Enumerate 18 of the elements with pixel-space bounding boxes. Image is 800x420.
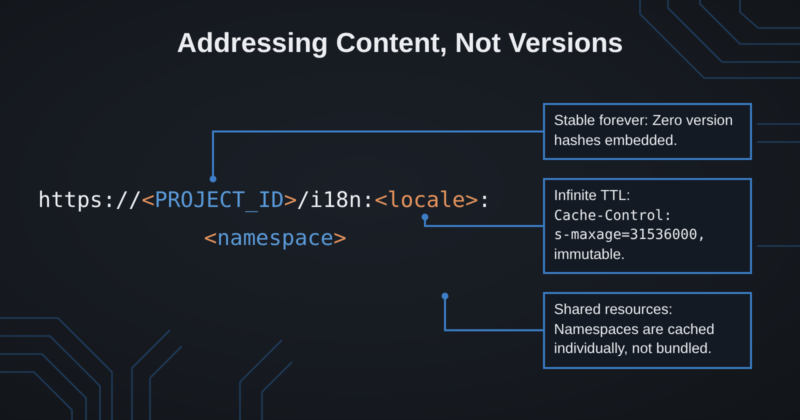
url-variable: <PROJECT_ID> (142, 179, 297, 214)
url-variable: <locale> (374, 188, 478, 217)
url-text: https:// (38, 188, 142, 214)
url-text: /i18n: (296, 188, 375, 214)
callout-text: Stable forever: Zero version hashes embedded. (554, 112, 734, 150)
leader-line (210, 130, 543, 182)
callout-text: Shared resources: Namespaces are cached individually, not bundled. (554, 301, 716, 359)
leader-line (422, 214, 543, 227)
leader-line (442, 292, 543, 332)
callout-text: Infinite TTL: (554, 187, 632, 206)
url-variable: <namespace> (204, 226, 346, 252)
diagram-title: Addressing Content, Not Versions (176, 26, 624, 60)
callout-box (543, 292, 752, 368)
url-text: : (478, 188, 492, 214)
code-text: Cache-Control: s-maxage=31536000, (554, 206, 707, 245)
callout-text: immutable. (554, 246, 626, 264)
callout-box (543, 178, 752, 274)
callout-box (543, 103, 752, 160)
